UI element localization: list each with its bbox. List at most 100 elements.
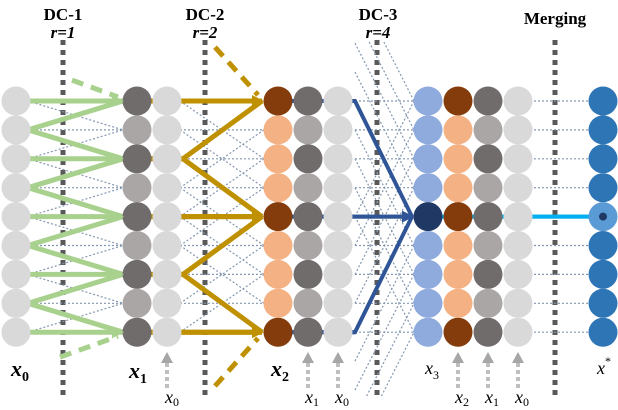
node-x1 — [122, 317, 152, 347]
skip-label-x0: x0 — [334, 387, 349, 409]
node-x0-skip — [503, 144, 533, 174]
node-x1-skip — [293, 317, 323, 347]
stage-rate-dc1: r=1 — [51, 23, 76, 42]
node-x0-skip — [323, 144, 353, 174]
dotted-connection — [380, 331, 415, 397]
dotted-connection — [179, 245, 265, 304]
dotted-connection — [179, 129, 265, 189]
green-connection — [27, 243, 124, 277]
node-center-dot — [599, 212, 607, 221]
dotted-connection — [179, 273, 265, 333]
node-x0-skip — [152, 202, 182, 232]
node-x1 — [122, 115, 152, 145]
node-x2 — [263, 317, 293, 347]
node-x3 — [413, 317, 443, 347]
label-x-star: x* — [596, 354, 611, 378]
node-x1 — [122, 259, 152, 289]
node-x3 — [413, 144, 443, 174]
dotted-connection — [354, 42, 415, 160]
node-x1-skip — [473, 317, 503, 347]
node-x1-skip — [293, 173, 323, 203]
node-x0 — [1, 259, 31, 289]
node-x1-skip — [293, 144, 323, 174]
stage-title-merging: Merging — [524, 9, 587, 28]
arrowhead-icon — [252, 210, 264, 223]
node-x0-skip — [152, 288, 182, 318]
dotted-connection — [179, 245, 265, 304]
node-x1 — [122, 202, 152, 232]
stage-rate-dc3: r=4 — [366, 23, 391, 42]
dotted-connection — [354, 71, 415, 188]
node-x1-skip — [473, 288, 503, 318]
node-x0-skip — [503, 231, 533, 260]
node-x0 — [1, 115, 31, 145]
skip-label-x2: x2 — [454, 387, 469, 409]
gold-connection-dashed — [213, 45, 260, 97]
node-x0-skip — [152, 231, 182, 260]
node-x1-skip — [293, 115, 323, 145]
node-x0-skip — [323, 115, 353, 145]
node-x0-skip — [503, 86, 533, 116]
node-x1 — [122, 288, 152, 318]
node-x2 — [263, 173, 293, 203]
dotted-connection — [179, 100, 265, 160]
node-x3 — [413, 202, 443, 232]
gold-connection — [137, 156, 264, 219]
node-x2-skip — [443, 317, 473, 347]
dotted-connection — [179, 129, 265, 189]
dotted-connection — [179, 187, 265, 246]
node-x3 — [413, 231, 443, 260]
arrowhead-icon — [252, 95, 264, 107]
node-x0 — [1, 202, 31, 232]
node-x2-skip — [443, 144, 473, 174]
node-x0-skip — [152, 173, 182, 203]
node-x3 — [413, 115, 443, 145]
green-connection — [27, 98, 124, 133]
node-x0-skip — [503, 202, 533, 232]
node-x2 — [263, 115, 293, 145]
arrowhead-up-icon — [512, 352, 524, 363]
node-x0-skip — [152, 86, 182, 116]
node-x0-skip — [152, 115, 182, 145]
node-x2-skip — [443, 288, 473, 318]
green-connection-dashed — [59, 333, 119, 360]
node-x0 — [1, 173, 31, 203]
node-x0-skip — [323, 231, 353, 260]
node-x-star — [588, 317, 618, 347]
arrowhead-up-icon — [482, 352, 494, 363]
node-x-star — [588, 173, 618, 203]
node-x0 — [1, 231, 31, 260]
stage-title-dc1: DC-1 — [44, 5, 83, 24]
skip-label-x0: x0 — [514, 387, 529, 409]
node-x1-skip — [293, 288, 323, 318]
node-x3 — [413, 288, 443, 318]
arrowhead-up-icon — [161, 352, 173, 363]
node-x1 — [122, 231, 152, 260]
node-x0-skip — [503, 115, 533, 145]
dotted-connection — [366, 303, 415, 397]
green-connection — [27, 185, 124, 219]
arrowhead-icon — [112, 152, 124, 165]
node-x0-skip — [152, 144, 182, 174]
node-x1-skip — [473, 202, 503, 232]
arrowhead-icon — [112, 95, 124, 107]
node-x1-skip — [473, 259, 503, 289]
dotted-connection — [383, 41, 415, 102]
node-x0-skip — [323, 317, 353, 347]
arrowhead-up-icon — [452, 352, 464, 363]
green-connection — [27, 156, 124, 191]
arrowhead-icon — [252, 326, 264, 339]
node-x0-skip — [503, 259, 533, 289]
node-x3 — [413, 173, 443, 203]
node-x2 — [263, 86, 293, 116]
arrowhead-icon — [112, 326, 124, 339]
node-x2 — [263, 202, 293, 232]
node-x0-skip — [152, 259, 182, 289]
node-x0-skip — [323, 173, 353, 203]
node-x3 — [413, 259, 443, 289]
node-x0 — [1, 288, 31, 318]
node-x1-skip — [293, 231, 323, 260]
node-x2 — [263, 144, 293, 174]
node-x-star — [588, 288, 618, 318]
node-x1 — [122, 173, 152, 203]
